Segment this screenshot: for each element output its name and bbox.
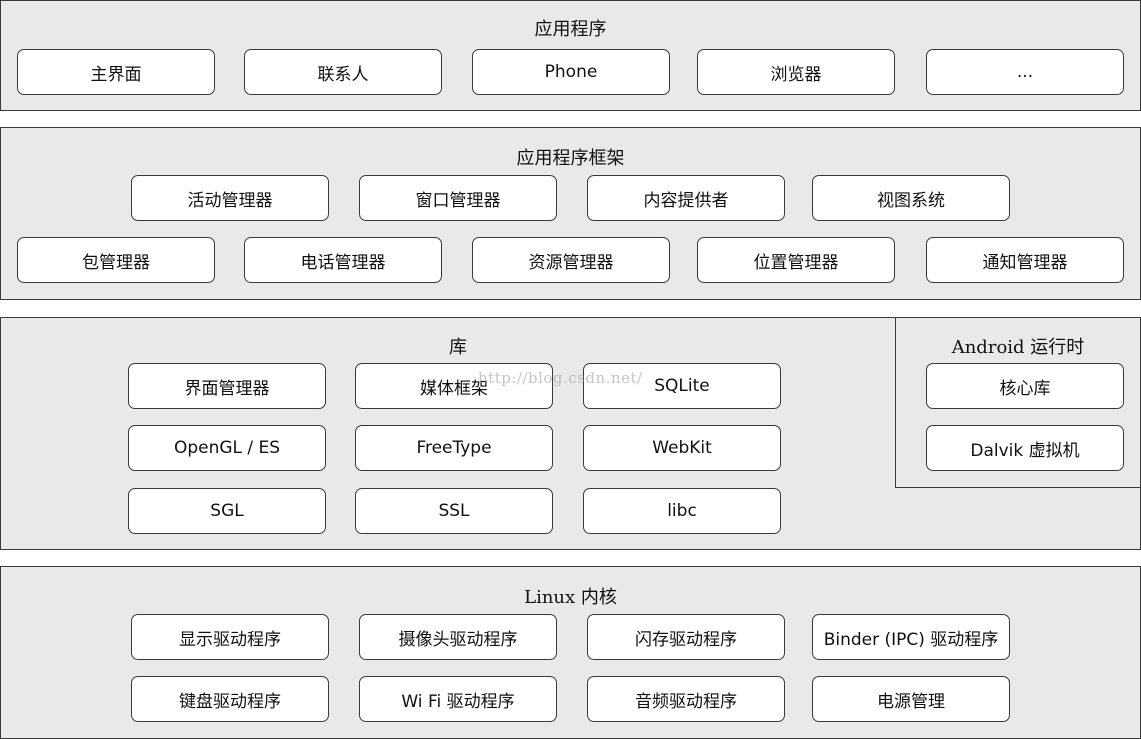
app-home: 主界面 <box>17 49 215 95</box>
surface-manager: 界面管理器 <box>128 363 326 409</box>
kernel-title: Linux 内核 <box>524 587 617 608</box>
dalvik-vm: Dalvik 虚拟机 <box>926 425 1124 471</box>
app-more: ... <box>926 49 1124 95</box>
location-manager: 位置管理器 <box>697 237 895 283</box>
libc: libc <box>583 488 781 534</box>
camera-driver: 摄像头驱动程序 <box>359 614 557 660</box>
sgl: SGL <box>128 488 326 534</box>
package-manager: 包管理器 <box>17 237 215 283</box>
opengl-es: OpenGL / ES <box>128 425 326 471</box>
telephony-manager: 电话管理器 <box>244 237 442 283</box>
view-system: 视图系统 <box>812 175 1010 221</box>
applications-layer: 应用程序 主界面 联系人 Phone 浏览器 ... <box>0 0 1141 111</box>
wifi-driver: Wi Fi 驱动程序 <box>359 676 557 722</box>
android-runtime-layer: Android 运行时 核心库 Dalvik 虚拟机 <box>895 317 1141 488</box>
android-runtime-title: Android 运行时 <box>951 337 1085 358</box>
binder-ipc-driver: Binder (IPC) 驱动程序 <box>812 614 1010 660</box>
framework-title: 应用程序框架 <box>516 148 625 169</box>
app-contacts: 联系人 <box>244 49 442 95</box>
webkit: WebKit <box>583 425 781 471</box>
resource-manager: 资源管理器 <box>472 237 670 283</box>
keypad-driver: 键盘驱动程序 <box>131 676 329 722</box>
applications-title: 应用程序 <box>534 19 607 40</box>
framework-layer: 应用程序框架 活动管理器 窗口管理器 内容提供者 视图系统 包管理器 电话管理器… <box>0 127 1141 300</box>
audio-driver: 音频驱动程序 <box>587 676 785 722</box>
window-manager: 窗口管理器 <box>359 175 557 221</box>
media-framework: 媒体框架 <box>355 363 553 409</box>
power-management: 电源管理 <box>812 676 1010 722</box>
core-libraries: 核心库 <box>926 363 1124 409</box>
freetype: FreeType <box>355 425 553 471</box>
notification-manager: 通知管理器 <box>926 237 1124 283</box>
sqlite: SQLite <box>583 363 781 409</box>
display-driver: 显示驱动程序 <box>131 614 329 660</box>
libraries-title: 库 <box>449 337 467 358</box>
kernel-layer: Linux 内核 显示驱动程序 摄像头驱动程序 闪存驱动程序 Binder (I… <box>0 566 1141 739</box>
app-phone: Phone <box>472 49 670 95</box>
content-providers: 内容提供者 <box>587 175 785 221</box>
ssl: SSL <box>355 488 553 534</box>
activity-manager: 活动管理器 <box>131 175 329 221</box>
flash-memory-driver: 闪存驱动程序 <box>587 614 785 660</box>
app-browser: 浏览器 <box>697 49 895 95</box>
